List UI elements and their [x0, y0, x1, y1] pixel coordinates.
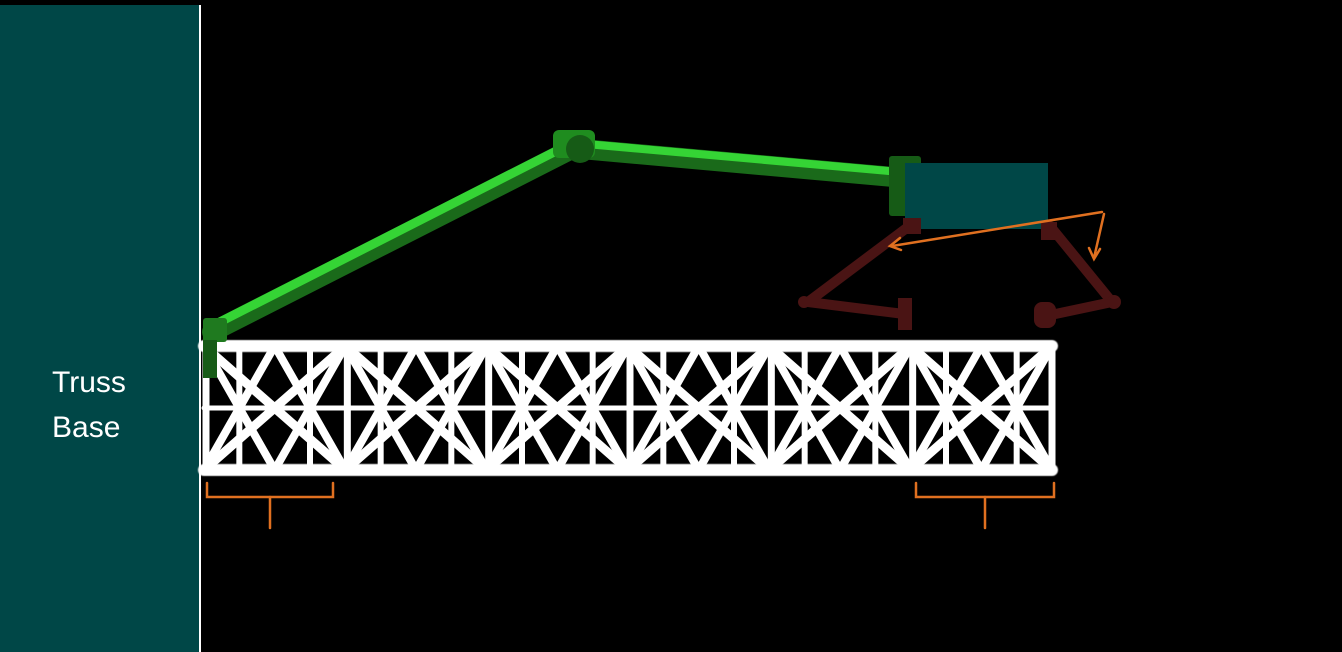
end-effector-body	[905, 163, 1048, 229]
left-leg	[798, 218, 921, 330]
left-bay-bracket	[205, 481, 335, 499]
right-bay-bracket	[914, 481, 1056, 499]
arm-base-mount	[203, 340, 217, 378]
annotation-arrowhead-right	[1087, 246, 1102, 262]
arm-lower-segment-highlight	[207, 141, 571, 331]
truss-base-label-line2: Base	[52, 411, 121, 444]
truss-base-label: Truss Base	[52, 360, 192, 450]
walker-legs	[798, 218, 1121, 330]
truss-base-label-line1: Truss	[52, 366, 126, 399]
annotation-arrow-line	[890, 210, 1104, 248]
right-leg	[1034, 221, 1121, 328]
arm-lower-segment	[202, 140, 580, 342]
arm-upper-segment	[560, 138, 915, 188]
truss-base-panel	[0, 5, 201, 652]
arm-elbow-joint	[566, 135, 594, 163]
arm-base-joint	[203, 318, 227, 342]
annotation-arrowhead-left	[887, 236, 903, 252]
arm-upper-segment-highlight	[571, 139, 904, 176]
robotic-arm	[202, 130, 921, 378]
truss-bays	[199, 341, 1057, 475]
annotation-arrow-right	[1092, 212, 1106, 260]
annotations	[205, 210, 1106, 530]
